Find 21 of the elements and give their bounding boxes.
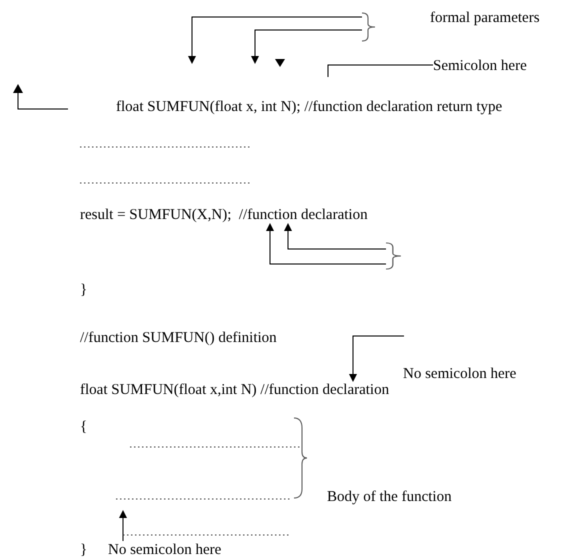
brace-symbol: } bbox=[80, 541, 88, 559]
arrow bbox=[284, 223, 386, 250]
annotation-text: No semicolon here bbox=[403, 365, 516, 383]
leader-line bbox=[328, 64, 434, 78]
code-line: float SUMFUN(float x,int N) //function declaration bbox=[80, 381, 390, 399]
annotation-text: formal parameters bbox=[430, 9, 540, 27]
code-line: float SUMFUN(float x, int N); //function declaration return type bbox=[116, 98, 502, 116]
annotation-text: Semicolon here bbox=[433, 57, 527, 75]
curly-bracket bbox=[362, 12, 376, 42]
annotation-text: //function SUMFUN() definition bbox=[80, 329, 277, 347]
brace-symbol: } bbox=[80, 281, 88, 299]
arrow bbox=[349, 336, 404, 382]
curly-bracket bbox=[386, 242, 402, 270]
brace-symbol: { bbox=[80, 418, 88, 436]
arrow bbox=[266, 223, 386, 264]
code-line: result = SUMFUN(X,N); //function declaration bbox=[80, 206, 368, 224]
arrow bbox=[188, 16, 362, 64]
annotation-text: No semicolon here bbox=[108, 541, 222, 559]
arrow bbox=[251, 30, 362, 64]
arrow bbox=[119, 510, 127, 542]
annotation-text: Body of the function bbox=[327, 488, 452, 506]
